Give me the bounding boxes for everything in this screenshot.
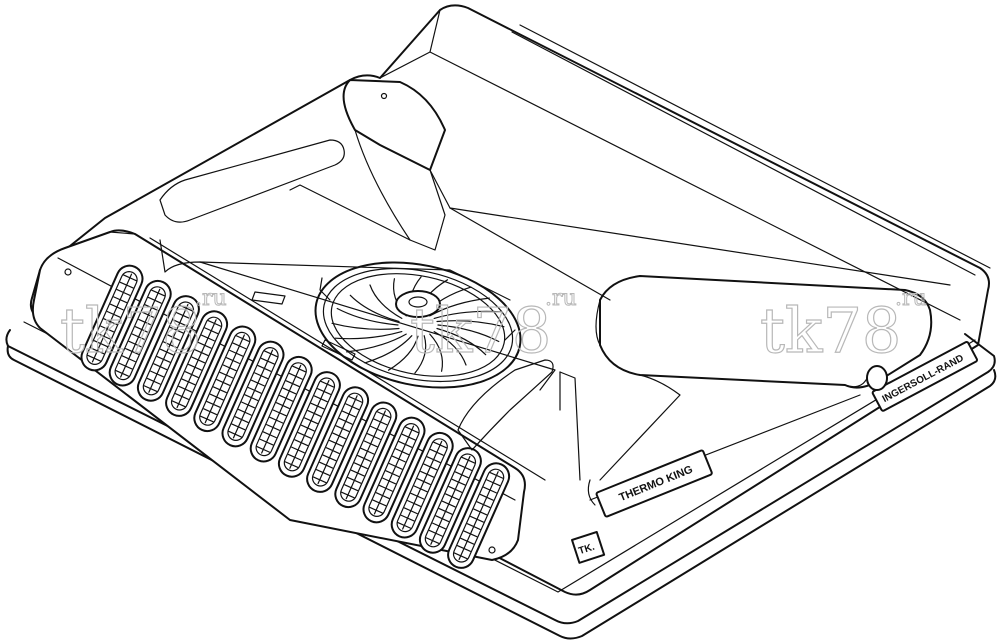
fan-blade [433,310,502,319]
fan-motor-hub [395,290,441,318]
fan-blade [437,324,500,343]
louver-slot [277,371,341,478]
fan-blade [436,327,487,356]
fan-blade [336,307,399,326]
louver-slot [362,416,426,524]
louver-slot [447,462,511,569]
louver-slot [136,295,200,402]
watermarks: tk78 .ru tk78 .ru tk78 .ru [59,286,927,368]
fan-blade [429,333,443,372]
condenser-fan [314,261,522,389]
fan-blade [349,294,400,323]
service-port-cap [866,365,888,391]
thermo-king-decal: THERMO KING [595,449,713,518]
fan-blade [414,335,427,374]
left-duct-housing [159,79,446,251]
grille-louvers [80,264,511,569]
fan-blade [387,335,419,371]
fan-blade [334,331,403,340]
watermark-text: tk78 [760,294,901,367]
louver-slot [418,447,482,554]
fan-blade [436,320,505,328]
watermark-suffix: .ru [895,286,927,311]
watermark-suffix: .ru [195,286,227,311]
fan-blade [331,322,400,330]
louver-slot [390,431,454,539]
fan-blade [433,331,467,366]
louver-slot [165,310,229,417]
louver-slot [108,279,172,387]
fan-blade [364,335,413,364]
tk-badge: TK. [571,530,606,564]
fan-blade [346,333,407,353]
watermark-text: tk78 [410,294,551,367]
louver-slot [306,386,370,493]
watermark-text: tk78 [60,294,201,367]
fan-blade [369,284,403,319]
louver-slot [193,325,257,433]
watermark-suffix: .ru [545,286,577,311]
louver-slot [334,401,398,509]
tk-badge-label: TK. [577,542,596,558]
louver-slot [80,264,144,372]
louver-slot [249,355,313,463]
fan-blades [331,276,505,374]
louver-slot [221,340,285,448]
